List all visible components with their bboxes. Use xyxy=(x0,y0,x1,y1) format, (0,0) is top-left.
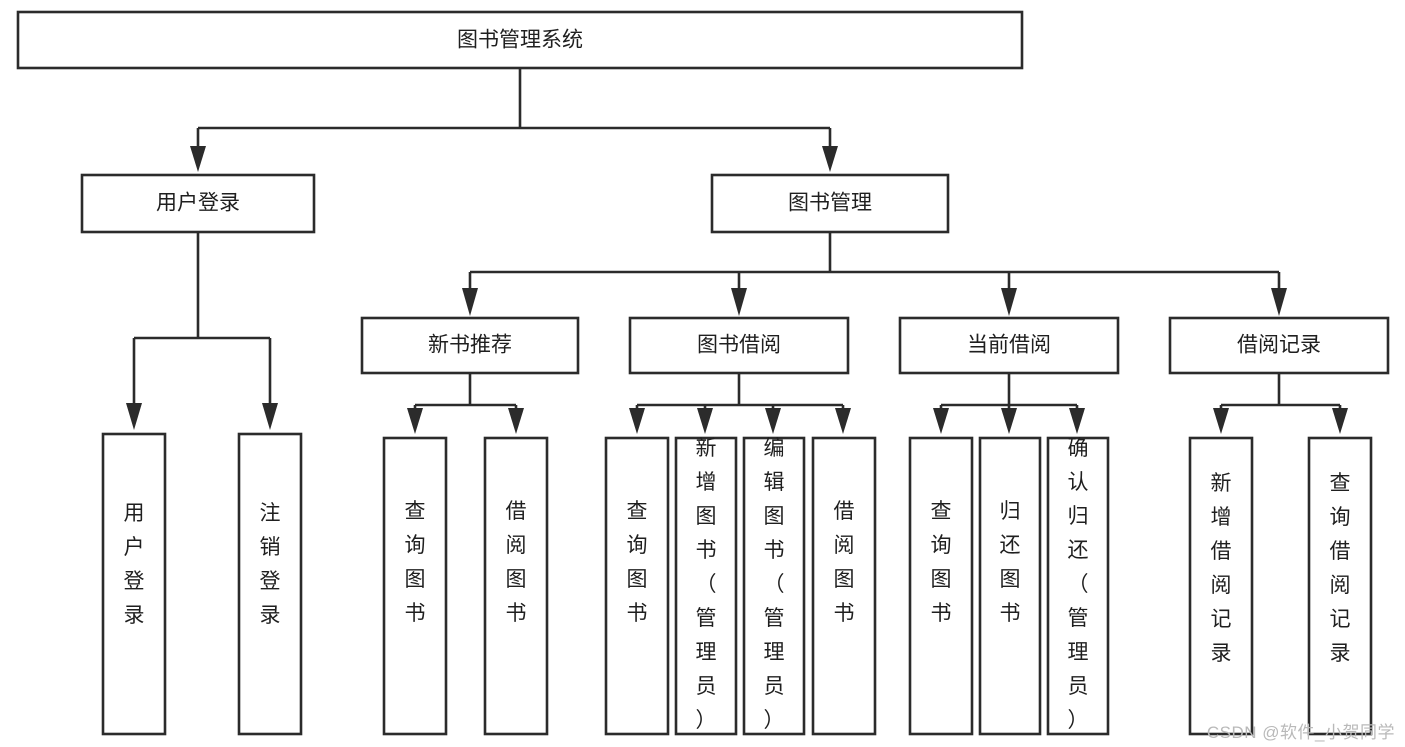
node-borrow-box[interactable] xyxy=(628,316,850,375)
node-leaf-7-label: 编辑图书（管理员） xyxy=(764,437,785,732)
node-leaf-8[interactable]: 借阅图书 xyxy=(811,436,877,736)
node-leaf-9-label: 查询图书 xyxy=(931,500,952,625)
node-leaf-10-box[interactable] xyxy=(978,436,1042,736)
node-leaf-3-label: 查询图书 xyxy=(405,500,426,625)
arrowhead-leaf-10-icon xyxy=(1001,408,1017,434)
arrowhead-leaf-8-icon xyxy=(835,408,851,434)
node-leaf-6-box[interactable] xyxy=(674,436,738,736)
node-leaf-13-box[interactable] xyxy=(1307,436,1373,736)
node-login[interactable]: 用户登录 xyxy=(80,173,316,234)
node-leaf-13-label: 查询借阅记录 xyxy=(1330,472,1351,665)
node-records[interactable]: 借阅记录 xyxy=(1168,316,1390,375)
arrowhead-borrow-icon xyxy=(731,288,747,316)
arrowhead-newbook-icon xyxy=(462,288,478,316)
node-leaf-4-box[interactable] xyxy=(483,436,549,736)
node-bookmgmt-box[interactable] xyxy=(710,173,950,234)
connector-group-newbook xyxy=(407,373,524,434)
arrowhead-leaf-4-icon xyxy=(508,408,524,434)
arrowhead-leaf-2-icon xyxy=(262,403,278,430)
node-leaf-5-box[interactable] xyxy=(604,436,670,736)
connector-group-bookmgmt xyxy=(462,232,1287,316)
node-bookmgmt[interactable]: 图书管理 xyxy=(710,173,950,234)
connector-group-current xyxy=(933,373,1085,434)
node-leaf-1-label: 用户登录 xyxy=(124,502,145,627)
node-leaf-9-box[interactable] xyxy=(908,436,974,736)
node-leaf-4[interactable]: 借阅图书 xyxy=(483,436,549,736)
arrowhead-leaf-9-icon xyxy=(933,408,949,434)
arrowhead-records-icon xyxy=(1271,288,1287,316)
arrowhead-leaf-6-icon xyxy=(697,408,713,434)
arrowhead-login-icon xyxy=(190,146,206,172)
node-leaf-5-label: 查询图书 xyxy=(627,500,648,625)
node-leaf-2-label: 注销登录 xyxy=(260,502,281,627)
arrowhead-leaf-11-icon xyxy=(1069,408,1085,434)
node-leaf-4-label: 借阅图书 xyxy=(506,500,527,625)
node-leaf-10[interactable]: 归还图书 xyxy=(978,436,1042,736)
arrowhead-leaf-7-icon xyxy=(765,408,781,434)
arrowhead-leaf-5-icon xyxy=(629,408,645,434)
node-leaf-13[interactable]: 查询借阅记录 xyxy=(1307,436,1373,736)
node-newbook[interactable]: 新书推荐 xyxy=(360,316,580,375)
node-leaf-1-box[interactable] xyxy=(101,432,167,736)
arrowhead-leaf-13-icon xyxy=(1332,408,1348,434)
arrowhead-current-icon xyxy=(1001,288,1017,316)
node-login-box[interactable] xyxy=(80,173,316,234)
node-leaf-2-box[interactable] xyxy=(237,432,303,736)
node-leaf-5[interactable]: 查询图书 xyxy=(604,436,670,736)
node-borrow[interactable]: 图书借阅 xyxy=(628,316,850,375)
arrowhead-bookmgmt-icon xyxy=(822,146,838,172)
node-records-label: 借阅记录 xyxy=(1237,334,1321,357)
node-leaf-12[interactable]: 新增借阅记录 xyxy=(1188,436,1254,736)
node-current-label: 当前借阅 xyxy=(967,334,1051,357)
node-newbook-box[interactable] xyxy=(360,316,580,375)
node-leaf-3[interactable]: 查询图书 xyxy=(382,436,448,736)
node-current-box[interactable] xyxy=(898,316,1120,375)
node-leaf-3-box[interactable] xyxy=(382,436,448,736)
node-leaf-10-label: 归还图书 xyxy=(1000,500,1021,625)
node-leaf-9[interactable]: 查询图书 xyxy=(908,436,974,736)
node-leaf-8-label: 借阅图书 xyxy=(834,500,855,625)
node-bookmgmt-label: 图书管理 xyxy=(788,192,872,215)
node-leaf-11[interactable]: 确认归还（管理员） xyxy=(1046,436,1110,736)
node-root-label: 图书管理系统 xyxy=(457,29,583,52)
connector-group-root xyxy=(190,68,838,172)
node-leaf-6[interactable]: 新增图书（管理员） xyxy=(674,436,738,736)
arrowhead-leaf-12-icon xyxy=(1213,408,1229,434)
node-leaf-7-box[interactable] xyxy=(742,436,806,736)
connector-group-login xyxy=(126,232,278,430)
csdn-watermark: CSDN @软件_小贺同学 xyxy=(1206,723,1395,742)
node-root-box[interactable] xyxy=(16,10,1024,70)
node-leaf-12-label: 新增借阅记录 xyxy=(1211,472,1232,665)
node-leaf-6-label: 新增图书（管理员） xyxy=(696,437,717,732)
node-root[interactable]: 图书管理系统 xyxy=(16,10,1024,70)
node-current[interactable]: 当前借阅 xyxy=(898,316,1120,375)
connector-group-records xyxy=(1213,373,1348,434)
node-leaf-11-box[interactable] xyxy=(1046,436,1110,736)
arrowhead-leaf-3-icon xyxy=(407,408,423,434)
node-leaf-11-label: 确认归还（管理员） xyxy=(1068,437,1089,732)
node-leaf-7[interactable]: 编辑图书（管理员） xyxy=(742,436,806,736)
node-leaf-2[interactable]: 注销登录 xyxy=(237,432,303,736)
node-login-label: 用户登录 xyxy=(156,192,240,215)
node-borrow-label: 图书借阅 xyxy=(697,334,781,357)
node-leaf-1[interactable]: 用户登录 xyxy=(101,432,167,736)
arrowhead-leaf-1-icon xyxy=(126,403,142,430)
node-leaf-8-box[interactable] xyxy=(811,436,877,736)
connector-group-borrow xyxy=(629,373,851,434)
node-leaf-12-box[interactable] xyxy=(1188,436,1254,736)
node-records-box[interactable] xyxy=(1168,316,1390,375)
node-newbook-label: 新书推荐 xyxy=(428,334,512,357)
